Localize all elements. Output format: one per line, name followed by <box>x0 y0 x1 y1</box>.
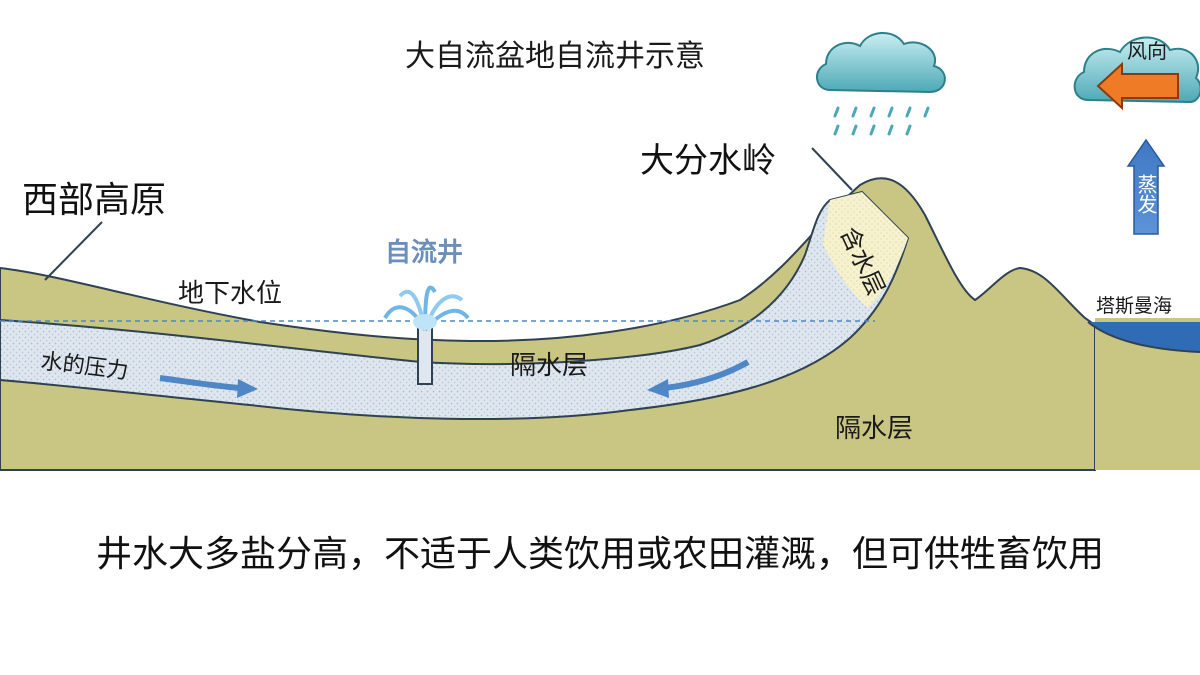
tasman-sea-water <box>1088 322 1200 352</box>
rain-cloud-icon <box>816 32 946 136</box>
diagram-title: 大自流盆地自流井示意 <box>405 39 705 74</box>
recharge-zone <box>823 192 908 308</box>
label-aquiclude-lower: 隔水层 <box>835 414 913 444</box>
caption-text: 井水大多盐分高，不适于人类饮用或农田灌溉，但可供牲畜饮用 <box>96 534 1104 575</box>
artesian-well-pipe <box>417 327 433 385</box>
label-wind-direction: 风向 <box>1127 39 1167 63</box>
label-water-table: 地下水位 <box>178 279 282 309</box>
flow-arrow-east <box>664 359 750 391</box>
wind-direction-arrow <box>1096 61 1179 111</box>
label-evaporation: 蒸发 <box>1134 174 1158 214</box>
leader-line-plateau <box>44 221 103 281</box>
label-tasman-sea: 塔斯曼海 <box>1096 295 1172 317</box>
flow-arrow-west <box>159 375 241 391</box>
land-mass <box>0 177 1096 471</box>
fountain-icon <box>383 285 470 332</box>
leader-line-range <box>811 147 853 191</box>
label-aquiclude-upper: 隔水层 <box>510 351 588 381</box>
evaporation-arrow <box>1126 138 1166 235</box>
label-western-plateau: 西部高原 <box>22 180 166 221</box>
label-artesian-well: 自流井 <box>385 237 463 268</box>
label-great-dividing-range: 大分水岭 <box>640 141 776 181</box>
